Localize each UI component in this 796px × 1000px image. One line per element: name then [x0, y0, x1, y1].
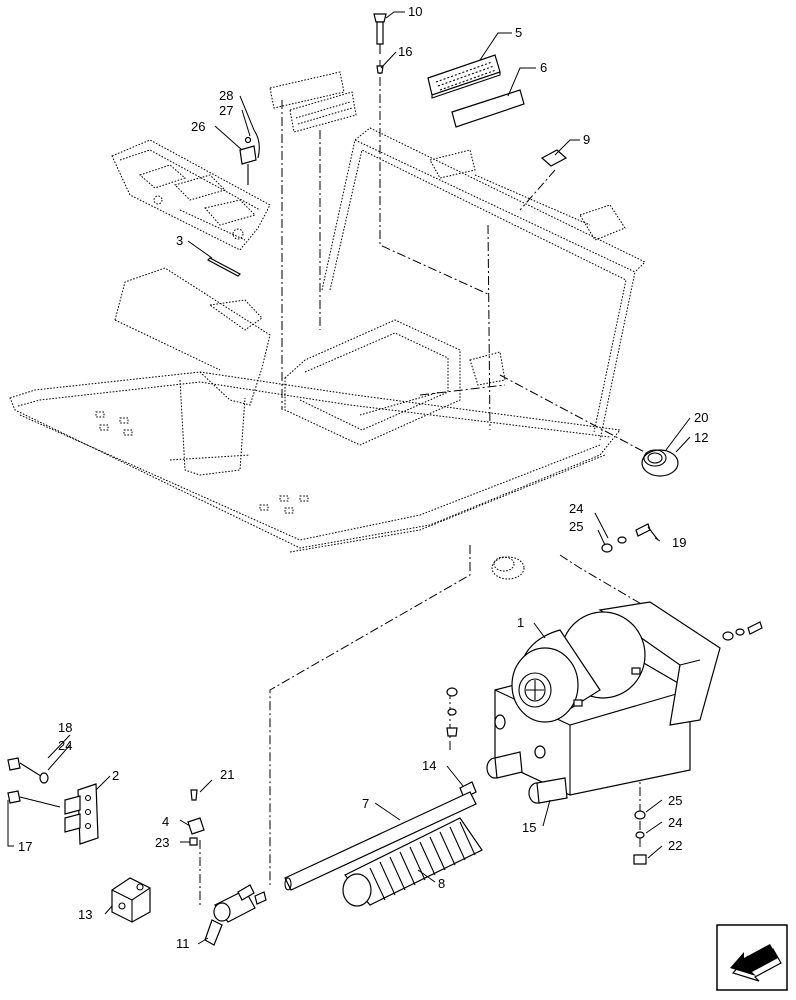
- callout-15: 15: [522, 820, 536, 835]
- screw-21: [190, 789, 198, 801]
- cable-28: [253, 129, 260, 159]
- bolt-hardware-right: [722, 621, 763, 641]
- callout-12: 12: [694, 430, 708, 445]
- callout-19: 19: [672, 535, 686, 550]
- callout-5: 5: [515, 25, 522, 40]
- callout-24-lower: 24: [668, 815, 682, 830]
- callout-11: 11: [176, 936, 190, 951]
- block-13: [111, 877, 151, 923]
- washer-24-left: [39, 772, 49, 784]
- callout-24-upper: 24: [569, 501, 583, 516]
- callouts: 10 16 5 6 9 28 27 26 3 20 12 24 25 19 1 …: [18, 4, 708, 951]
- callout-27: 27: [219, 103, 233, 118]
- callout-24-left: 24: [58, 738, 72, 753]
- bolt-17: [7, 790, 61, 808]
- nut-22: [633, 854, 647, 865]
- sensor-10: [373, 13, 387, 54]
- callout-20: 20: [694, 410, 708, 425]
- callout-17: 17: [18, 839, 32, 854]
- callout-23: 23: [155, 835, 169, 850]
- callout-25-lower: 25: [668, 793, 682, 808]
- callout-13: 13: [78, 907, 92, 922]
- callout-10: 10: [408, 4, 422, 19]
- arrow-down-left-icon[interactable]: [716, 924, 788, 991]
- callout-9: 9: [583, 132, 590, 147]
- clamp-4: [187, 817, 205, 835]
- washer-24-upper: [617, 536, 627, 544]
- washer-25-lower: [634, 810, 646, 820]
- valve-11: [204, 884, 267, 946]
- washer-25-upper: [601, 543, 613, 553]
- elbow-14: [459, 781, 477, 799]
- callout-21: 21: [220, 767, 234, 782]
- tube-7: [284, 791, 477, 891]
- callout-28: 28: [219, 88, 233, 103]
- bolt-19: [635, 523, 659, 541]
- callout-8: 8: [438, 876, 445, 891]
- bolt-18: [7, 757, 45, 779]
- filter-pad-6: [451, 89, 525, 128]
- heater-unit-1: [486, 601, 721, 804]
- control-panel: [111, 139, 271, 251]
- grommet-12-20: [641, 449, 679, 477]
- bracket-2: [64, 783, 99, 845]
- washer-24-lower: [635, 831, 645, 839]
- leader-lines: [7, 11, 691, 945]
- hardware-left-stack: [446, 687, 458, 737]
- assembly-lines: [199, 60, 661, 905]
- callout-16: 16: [398, 44, 412, 59]
- callout-7: 7: [362, 796, 369, 811]
- callout-4: 4: [162, 814, 169, 829]
- grommet-27: [244, 136, 252, 144]
- connector-26: [239, 145, 257, 185]
- callout-6: 6: [540, 60, 547, 75]
- callout-26: 26: [191, 119, 205, 134]
- callout-2: 2: [112, 768, 119, 783]
- label-9: [540, 149, 568, 167]
- callout-22: 22: [668, 838, 682, 853]
- filter-element-5: [427, 54, 501, 99]
- cab-floor-frame: [9, 127, 646, 553]
- flex-hose-8: [342, 817, 483, 907]
- callout-18: 18: [58, 720, 72, 735]
- callout-3: 3: [176, 233, 183, 248]
- nut-23: [189, 837, 198, 846]
- callout-25-upper: 25: [569, 519, 583, 534]
- callout-14: 14: [422, 758, 436, 773]
- cable-tie-3: [207, 257, 241, 277]
- callout-1: 1: [517, 615, 524, 630]
